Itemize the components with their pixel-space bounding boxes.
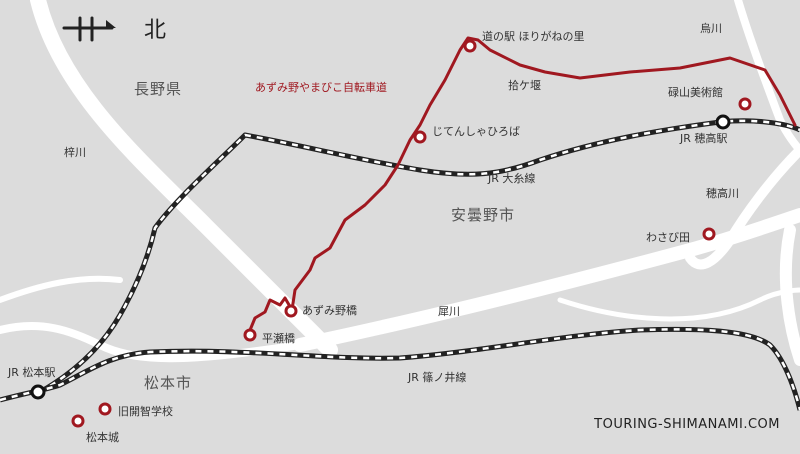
left-river bbox=[0, 321, 304, 363]
railway-oito: JR 大糸線 bbox=[488, 172, 536, 185]
matsumoto-castle-marker bbox=[71, 414, 85, 428]
michinoeki-marker bbox=[463, 39, 477, 53]
wasabi-marker bbox=[702, 227, 716, 241]
compass: 北 bbox=[62, 12, 182, 43]
railway-shinonoi: JR 篠ノ井線 bbox=[408, 371, 467, 384]
place-kaichi: 旧開智学校 bbox=[118, 405, 173, 418]
site-credit: TOURING-SHIMANAMI.COM bbox=[594, 417, 780, 432]
place-rokuzan: 碌山美術館 bbox=[668, 86, 723, 99]
river-hotaka: 穂高川 bbox=[706, 187, 739, 200]
place-azumino-bridge: あずみ野橋 bbox=[302, 304, 357, 317]
hirase-bridge-marker bbox=[243, 328, 257, 342]
river-sai: 犀川 bbox=[438, 305, 460, 318]
place-hirase-bridge: 平瀬橋 bbox=[262, 332, 295, 345]
river-jukkanzeki: 拾ケ堰 bbox=[508, 79, 541, 92]
place-michinoeki: 道の駅 ほりがねの里 bbox=[482, 30, 585, 43]
station-hotaka: JR 穂高駅 bbox=[680, 132, 728, 145]
matsumoto-station-marker bbox=[30, 384, 46, 400]
river-karasu: 烏川 bbox=[700, 22, 722, 35]
compass-label: 北 bbox=[144, 18, 167, 43]
region-matsumoto: 松本市 bbox=[144, 374, 193, 392]
river-azusa: 梓川 bbox=[64, 146, 86, 159]
shinonoi-line bbox=[0, 326, 800, 411]
cycling-route bbox=[246, 36, 797, 337]
sai-tributary bbox=[557, 287, 800, 322]
lower-right-river bbox=[779, 224, 800, 366]
hotaka-river bbox=[685, 145, 800, 270]
north-arrow-icon bbox=[62, 16, 116, 42]
jitensha-marker bbox=[413, 130, 427, 144]
sai-river bbox=[293, 208, 800, 352]
rokuzan-marker bbox=[738, 97, 752, 111]
place-wasabi: わさび田 bbox=[646, 231, 690, 244]
region-azumino: 安曇野市 bbox=[451, 206, 516, 224]
hotaka-station-marker bbox=[715, 114, 731, 130]
place-matsumoto-castle: 松本城 bbox=[86, 431, 119, 444]
karasu-river bbox=[734, 0, 800, 154]
route-name: あずみ野やまびこ自転車道 bbox=[255, 81, 387, 94]
kaichi-marker bbox=[98, 402, 112, 416]
station-matsumoto: JR 松本駅 bbox=[8, 366, 56, 379]
place-jitensha: じてんしゃひろば bbox=[432, 125, 520, 138]
region-nagano: 長野県 bbox=[134, 80, 183, 98]
azumino-bridge-marker bbox=[284, 304, 298, 318]
bottom-left-river bbox=[0, 275, 123, 303]
